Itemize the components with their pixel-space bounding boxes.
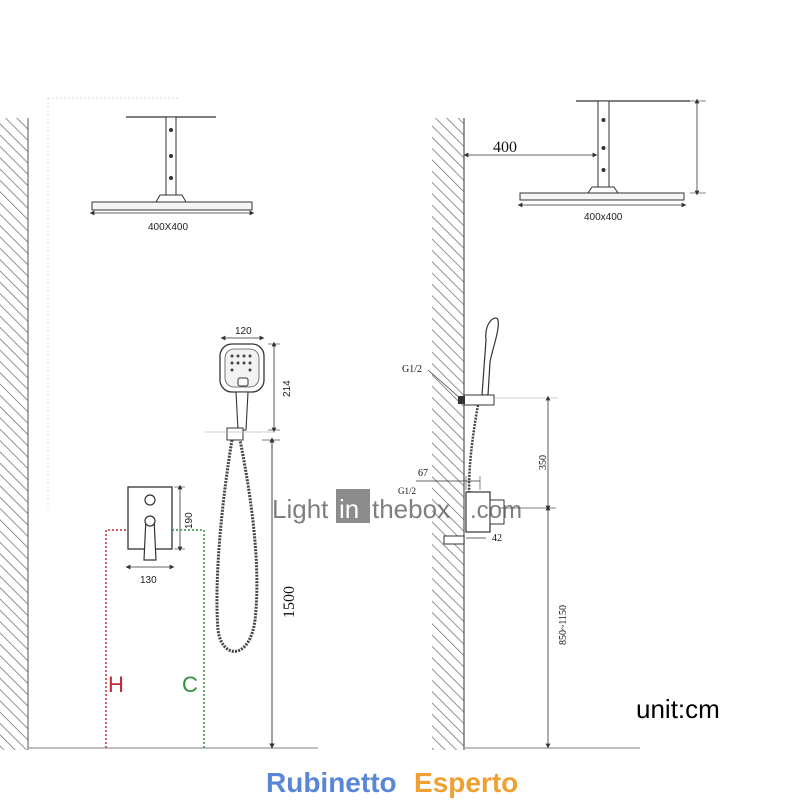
cold-supply-line — [172, 529, 205, 748]
valve-side: 67 G1/2 42 — [398, 468, 505, 545]
right-height-dimensions: 350 850~1150 — [500, 395, 569, 749]
valve-width-label: 130 — [140, 575, 157, 586]
valve-height-label: 190 — [184, 512, 195, 529]
brand-part1: Rubinetto — [266, 767, 397, 798]
watermark-in: in — [339, 494, 359, 524]
watermark-com: .com — [470, 497, 522, 524]
brand-logo: Rubinetto Esperto — [266, 767, 518, 798]
left-head-size-label: 400X400 — [148, 222, 188, 233]
unit-label: unit:cm — [636, 694, 720, 724]
brand-part2: Esperto — [414, 767, 518, 798]
watermark: Light in thebox .com — [272, 489, 522, 524]
rain-shower-head-side: 400x400 — [517, 98, 706, 223]
watermark-thebox: thebox — [372, 494, 450, 524]
left-view: 400X400 120 214 — [0, 97, 318, 750]
offset-label: 400 — [493, 139, 517, 156]
watermark-light: Light — [272, 494, 329, 524]
right-wall — [432, 118, 464, 750]
hand-width-label: 120 — [235, 326, 252, 337]
hand-height-label: 214 — [282, 380, 293, 397]
depth-label: 67 — [418, 468, 428, 479]
hose — [215, 439, 259, 653]
range-label: 850~1150 — [558, 605, 569, 645]
thread-label: G1/2 — [402, 364, 422, 375]
depth-label-2: 42 — [492, 533, 502, 544]
right-view: 400 400x400 G1/2 — [398, 98, 706, 750]
mixer-valve: 190 130 — [125, 484, 195, 586]
svg-text:Light: Light — [272, 494, 329, 524]
install-height-dimension: 1500 — [262, 437, 298, 749]
hot-supply-line — [105, 529, 128, 748]
cold-label: C — [182, 672, 198, 697]
hose-height-label: 350 — [538, 455, 549, 470]
hot-label: H — [108, 672, 124, 697]
rain-shower-head-front: 400X400 — [89, 116, 255, 233]
watermark-in-box — [336, 489, 370, 523]
left-wall — [0, 118, 28, 750]
install-height-label: 1500 — [281, 586, 298, 618]
right-head-size-label: 400x400 — [584, 212, 623, 223]
thread-label-2: G1/2 — [398, 486, 416, 496]
hand-shower: 120 214 — [205, 326, 293, 653]
